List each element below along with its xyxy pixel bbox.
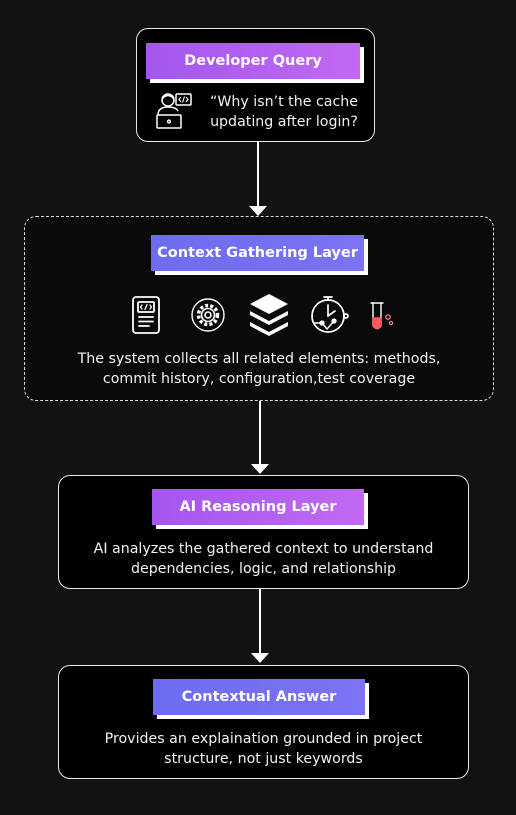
ai-reasoning-line-1: AI analyzes the gathered context to unde… — [93, 541, 434, 557]
gear-icon — [191, 298, 225, 332]
arrow-context-to-reasoning — [251, 400, 269, 474]
contextual-answer-title: Contextual Answer — [153, 679, 365, 715]
layers-stack-icon — [250, 294, 288, 336]
code-document-icon — [132, 296, 160, 334]
context-gathering-title: Context Gathering Layer — [151, 235, 364, 271]
stopwatch-icon — [311, 296, 349, 333]
developer-query-title: Developer Query — [146, 43, 360, 79]
context-gathering-line-1: The system collects all related elements… — [77, 351, 441, 367]
contextual-answer-line-2: structure, not just keywords — [164, 751, 363, 767]
arrow-reasoning-to-answer — [251, 589, 269, 663]
contextual-answer-line-1: Provides an explaination grounded in pro… — [104, 731, 423, 747]
ai-reasoning-line-2: dependencies, logic, and relationship — [130, 561, 397, 577]
developer-query-line-1: “Why isn’t the cache — [210, 94, 358, 110]
context-gathering-text: The system collects all related elements… — [34, 349, 484, 389]
arrow-query-to-context — [249, 140, 267, 216]
developer-query-line-2: updating after login? — [210, 114, 358, 130]
contextual-answer-text: Provides an explaination grounded in pro… — [60, 729, 467, 769]
ai-reasoning-text: AI analyzes the gathered context to unde… — [60, 539, 467, 579]
developer-laptop-icon — [156, 93, 192, 129]
ai-reasoning-title: AI Reasoning Layer — [152, 489, 364, 525]
test-tube-icon — [370, 302, 394, 330]
context-gathering-line-2: commit history, configuration,test cover… — [102, 371, 416, 387]
developer-query-text: “Why isn’t the cache updating after logi… — [199, 92, 369, 132]
